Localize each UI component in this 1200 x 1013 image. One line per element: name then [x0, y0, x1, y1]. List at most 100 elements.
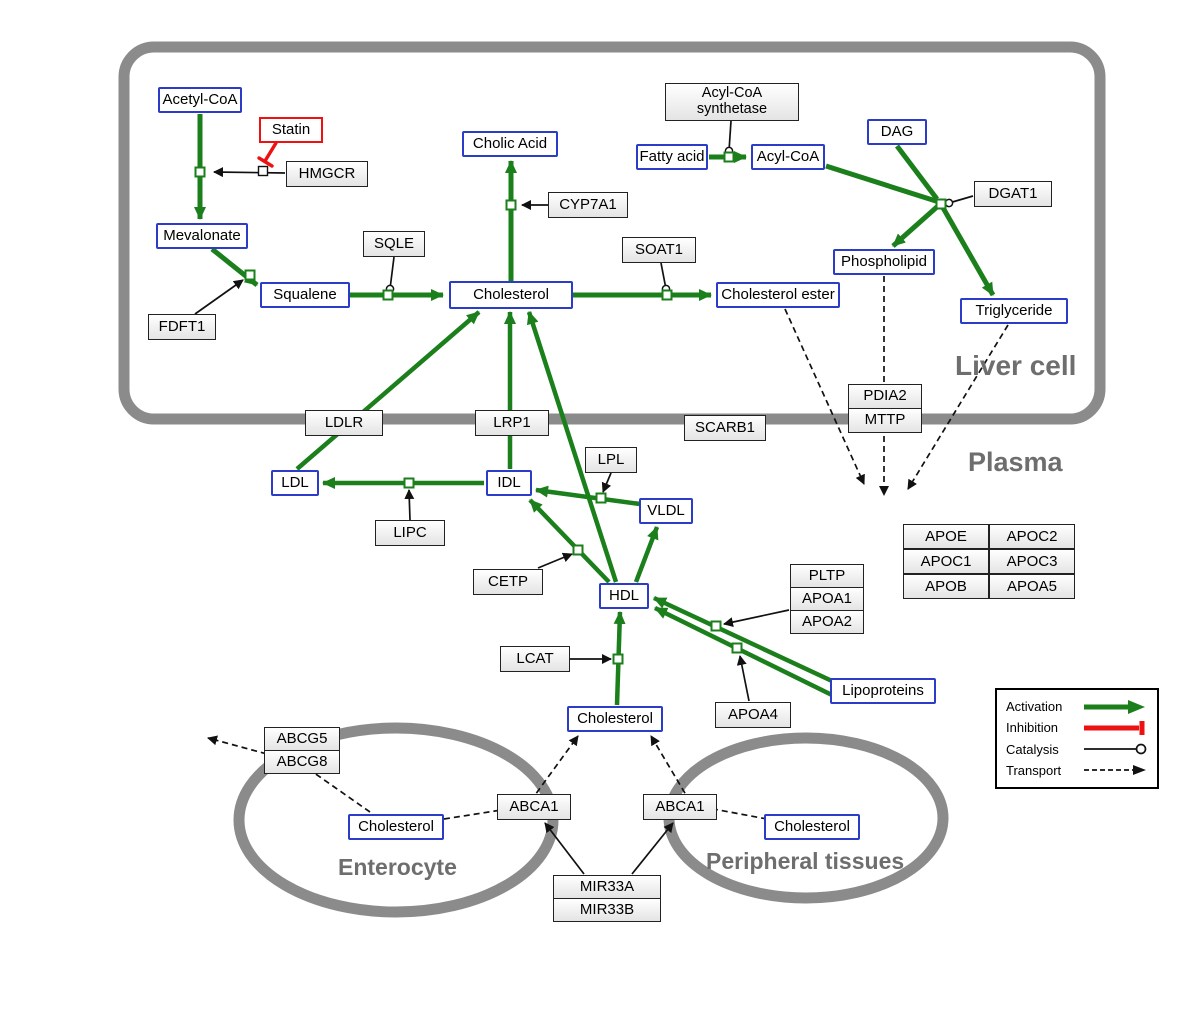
node-fatty-acid[interactable]: Fatty acid	[636, 144, 708, 170]
node-pdia2[interactable]: PDIA2	[848, 384, 922, 409]
apo-cell-apoc2[interactable]: APOC2	[989, 524, 1075, 549]
edge-lipoproteins-hdl-lower	[654, 605, 837, 700]
apo-cell-apoa5[interactable]: APOA5	[989, 574, 1075, 599]
node-label: LRP1	[493, 413, 531, 431]
catalysis-soat1	[660, 262, 671, 294]
node-lipoproteins[interactable]: Lipoproteins	[830, 678, 936, 704]
catalysis-circle-icon	[1084, 743, 1147, 755]
node-sqle[interactable]: SQLE	[363, 231, 425, 257]
regulation-mir33-abca1-left	[544, 822, 585, 875]
node-label: SQLE	[373, 234, 415, 252]
node-acetyl-coa[interactable]: Acetyl-CoA	[158, 87, 242, 113]
node-cholesterol-liver[interactable]: Cholesterol	[449, 281, 573, 309]
node-cholesterol-enterocyte[interactable]: Cholesterol	[348, 814, 444, 840]
node-apoa1[interactable]: APOA1	[790, 587, 864, 611]
reaction-node	[710, 620, 722, 632]
node-vldl[interactable]: VLDL	[639, 498, 693, 524]
node-label: Cholic Acid	[472, 134, 548, 152]
legend-transport-label: Transport	[1006, 762, 1062, 778]
node-abca1-left[interactable]: ABCA1	[497, 794, 571, 820]
edge-hdl-vldl	[633, 526, 660, 583]
node-label: APOA4	[727, 705, 779, 723]
edge-dag-junction	[895, 144, 939, 201]
node-label: MIR33B	[579, 900, 635, 918]
catalysis-pltp-apoa	[723, 609, 790, 627]
node-lpl[interactable]: LPL	[585, 447, 637, 473]
node-abcg8[interactable]: ABCG8	[264, 750, 340, 774]
node-statin[interactable]: Statin	[259, 117, 323, 143]
node-cholic-acid[interactable]: Cholic Acid	[462, 131, 558, 157]
edge-acylcoa-junction	[825, 163, 940, 205]
node-hmgcr[interactable]: HMGCR	[286, 161, 368, 187]
node-cholesterol-plasma[interactable]: Cholesterol	[567, 706, 663, 732]
reaction-node	[194, 166, 206, 178]
catalysis-lipc	[404, 489, 415, 521]
transport-dashed-arrow-icon	[1084, 765, 1146, 776]
node-abcg5[interactable]: ABCG5	[264, 727, 340, 751]
node-apoa4[interactable]: APOA4	[715, 702, 791, 728]
catalysis-acylcoa-synthetase	[724, 120, 734, 156]
apo-cell-apoe[interactable]: APOE	[903, 524, 989, 549]
node-pltp[interactable]: PLTP	[790, 564, 864, 588]
node-label: Triglyceride	[975, 301, 1053, 319]
node-idl[interactable]: IDL	[486, 470, 532, 496]
liver-cell-membrane	[118, 41, 1106, 425]
node-phospholipid[interactable]: Phospholipid	[833, 249, 935, 275]
node-mir33b[interactable]: MIR33B	[553, 898, 661, 922]
node-label: LDL	[281, 473, 309, 491]
node-mevalonate[interactable]: Mevalonate	[156, 223, 248, 249]
node-label: MTTP	[864, 411, 906, 429]
regulation-mir33-abca1-right	[631, 822, 674, 875]
node-label: LIPC	[393, 523, 427, 541]
inhibition-tee-icon	[1084, 720, 1145, 735]
node-abca1-right[interactable]: ABCA1	[643, 794, 717, 820]
node-cetp[interactable]: CETP	[473, 569, 543, 595]
node-label: FDFT1	[158, 317, 206, 335]
node-cholesterol-ester[interactable]: Cholesterol ester	[716, 282, 840, 308]
node-cholesterol-peripheral[interactable]: Cholesterol	[764, 814, 860, 840]
node-dgat1[interactable]: DGAT1	[974, 181, 1052, 207]
node-scarb1[interactable]: SCARB1	[684, 415, 766, 441]
edge-junction-triglyceride	[939, 204, 996, 297]
node-fdft1[interactable]: FDFT1	[148, 314, 216, 340]
node-label: MIR33A	[579, 877, 635, 895]
node-label: Cholesterol	[473, 285, 549, 303]
node-hdl[interactable]: HDL	[599, 583, 649, 609]
apo-cell-apoc3[interactable]: APOC3	[989, 549, 1075, 574]
membranes	[118, 41, 1106, 918]
node-lrp1[interactable]: LRP1	[475, 410, 549, 436]
inhibition-statin-tee	[257, 156, 274, 168]
inhibition-statin-line	[263, 141, 278, 163]
edge-vldl-idl	[535, 485, 641, 507]
node-triglyceride[interactable]: Triglyceride	[960, 298, 1068, 324]
reaction-node	[612, 653, 624, 665]
liver-cell-label: Liver cell	[955, 350, 1077, 381]
node-dag[interactable]: DAG	[867, 119, 927, 145]
apolipoprotein-table: APOE APOC2 APOC1 APOC3 APOB APOA5	[903, 524, 1075, 599]
catalysis-dgat1	[944, 195, 974, 208]
node-soat1[interactable]: SOAT1	[622, 237, 696, 263]
plasma-label: Plasma	[968, 447, 1063, 477]
node-label: Cholesterol	[774, 817, 850, 835]
apo-cell-apoc1[interactable]: APOC1	[903, 549, 989, 574]
node-ldlr[interactable]: LDLR	[305, 410, 383, 436]
apo-cell-apob[interactable]: APOB	[903, 574, 989, 599]
node-label: DAG	[880, 122, 914, 140]
reaction-node	[935, 198, 947, 210]
node-acyl-coa[interactable]: Acyl-CoA	[751, 144, 825, 170]
reaction-node	[595, 492, 607, 504]
transport-triglyceride-plasma	[907, 324, 1009, 490]
node-squalene[interactable]: Squalene	[260, 282, 350, 308]
node-mir33a[interactable]: MIR33A	[553, 875, 661, 899]
node-cyp7a1[interactable]: CYP7A1	[548, 192, 628, 218]
legend-inhibition-label: Inhibition	[1006, 720, 1059, 736]
node-lipc[interactable]: LIPC	[375, 520, 445, 546]
node-ldl[interactable]: LDL	[271, 470, 319, 496]
node-label: Statin	[271, 120, 311, 138]
node-mttp[interactable]: MTTP	[848, 408, 922, 433]
node-apoa2[interactable]: APOA2	[790, 610, 864, 634]
node-lcat[interactable]: LCAT	[500, 646, 570, 672]
node-acyl-coa-synthetase[interactable]: Acyl-CoA synthetase	[665, 83, 799, 121]
